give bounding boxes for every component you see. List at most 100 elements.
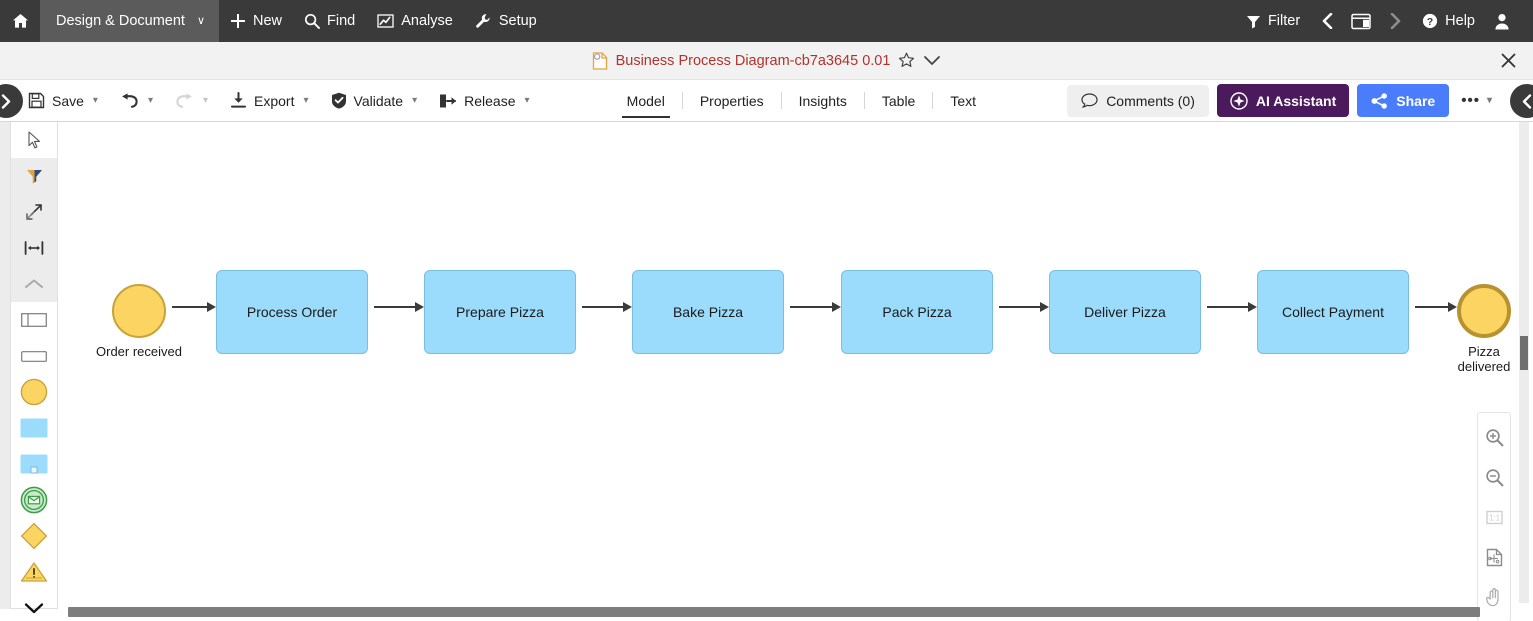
nav-item-analyse[interactable]: Analyse [366, 0, 464, 42]
vertical-scrollbar[interactable] [1519, 122, 1529, 603]
tab-properties-label: Properties [699, 92, 764, 109]
release-button[interactable]: Release ▾ [433, 86, 535, 116]
tab-model[interactable]: Model [610, 85, 682, 118]
bpmn-start-event-node[interactable] [112, 284, 166, 338]
spacing-tool[interactable] [11, 230, 57, 266]
pan-hand-button[interactable] [1478, 577, 1510, 617]
undo-button[interactable]: ▾ [114, 86, 159, 116]
pointer-select-tool[interactable] [11, 122, 57, 158]
user-avatar-icon[interactable] [1485, 0, 1519, 42]
tab-text-label: Text [950, 92, 977, 109]
nav-item-setup-label: Setup [498, 13, 537, 29]
chevron-down-icon[interactable]: ▾ [202, 94, 209, 106]
chevron-down-icon[interactable]: ▾ [147, 94, 153, 106]
gateway-shape[interactable] [11, 518, 57, 554]
tab-divider [681, 92, 683, 109]
more-shapes-button[interactable] [11, 590, 57, 621]
expand-collapse-tool[interactable] [11, 194, 57, 230]
nav-item-analyse-label: Analyse [401, 13, 453, 29]
ai-assistant-button[interactable]: AI Assistant [1216, 84, 1350, 117]
chevron-down-icon: ∨ [196, 14, 206, 27]
task-shape[interactable] [11, 410, 57, 446]
chevron-down-icon[interactable]: ▾ [92, 94, 98, 106]
error-event-shape[interactable] [11, 554, 57, 590]
zoom-actual-size-button[interactable]: 1:1 [1478, 497, 1510, 537]
bpmn-task-node[interactable]: Prepare Pizza [424, 270, 576, 354]
nav-item-find-label: Find [327, 13, 356, 29]
bpmn-task-node[interactable]: Deliver Pizza [1049, 270, 1201, 354]
filter-button[interactable]: Filter [1236, 0, 1310, 42]
diagram-canvas[interactable]: Order received Process Order Prepare Pizza… [58, 122, 1515, 609]
sequence-flow-arrow[interactable] [790, 302, 841, 312]
fit-to-page-button[interactable] [1478, 537, 1510, 577]
filter-tool[interactable] [11, 158, 57, 194]
top-navigation-bar: Design & Document ∨ New Find Analyse [0, 0, 1533, 42]
redo-button[interactable]: ▾ [169, 86, 214, 116]
star-outline-icon[interactable] [898, 52, 915, 69]
funnel-icon [26, 168, 43, 185]
validate-button[interactable]: Validate ▾ [325, 86, 424, 116]
zoom-in-button[interactable] [1478, 417, 1510, 457]
shape-palette [10, 122, 58, 614]
document-title[interactable]: Business Process Diagram-cb7a3645 0.01 [615, 52, 891, 69]
right-panel-toggle[interactable] [1510, 84, 1533, 118]
bpmn-task-node[interactable]: Bake Pizza [632, 270, 784, 354]
sequence-flow-arrow[interactable] [582, 302, 632, 312]
chevron-down-icon[interactable] [923, 55, 941, 67]
nav-item-new[interactable]: New [219, 0, 293, 42]
chevron-down-icon[interactable]: ▾ [1486, 94, 1493, 106]
bpmn-task-label: Deliver Pizza [1084, 304, 1166, 320]
tab-text[interactable]: Text [933, 85, 993, 117]
pool-shape[interactable] [11, 302, 57, 338]
tab-properties[interactable]: Properties [683, 85, 781, 117]
bpmn-start-event-label: Order received [96, 344, 182, 359]
module-selector-design-document[interactable]: Design & Document ∨ [40, 0, 220, 42]
chevron-down-icon[interactable]: ▾ [303, 94, 309, 106]
export-button[interactable]: Export ▾ [224, 86, 315, 116]
chevron-right-icon[interactable] [1378, 0, 1412, 42]
nav-item-new-label: New [253, 13, 283, 29]
tab-table[interactable]: Table [865, 85, 932, 117]
share-label: Share [1396, 92, 1436, 109]
bpmn-task-label: Bake Pizza [672, 304, 744, 320]
start-event-shape[interactable] [11, 374, 57, 410]
more-options-button[interactable]: ••• ▾ [1457, 92, 1497, 109]
sequence-flow-arrow[interactable] [172, 302, 216, 312]
sequence-flow-arrow[interactable] [1207, 302, 1257, 312]
zoom-out-button[interactable] [1478, 457, 1510, 497]
subprocess-shape[interactable] [11, 446, 57, 482]
bpmn-end-event-node[interactable] [1457, 284, 1511, 338]
tab-insights[interactable]: Insights [782, 85, 864, 117]
help-button[interactable]: ? Help [1412, 0, 1485, 42]
bpmn-task-node[interactable]: Process Order [216, 270, 368, 354]
vertical-scrollbar-thumb[interactable] [1520, 336, 1528, 370]
close-icon[interactable] [1497, 50, 1519, 72]
left-panel-toggle[interactable] [0, 84, 23, 118]
chevron-down-icon[interactable]: ▾ [524, 94, 530, 106]
share-button[interactable]: Share [1357, 84, 1450, 117]
sequence-flow-arrow[interactable] [1415, 302, 1457, 312]
nav-item-setup[interactable]: Setup [464, 0, 548, 42]
horizontal-scrollbar[interactable] [68, 607, 1480, 617]
top-nav-left-group: Design & Document ∨ New Find Analyse [0, 0, 548, 42]
home-icon[interactable] [0, 0, 40, 42]
save-button[interactable]: Save ▾ [22, 86, 104, 116]
collapse-section-button[interactable] [11, 266, 57, 302]
chevron-down-icon[interactable]: ▾ [412, 94, 418, 106]
sequence-flow-arrow[interactable] [999, 302, 1049, 312]
bpmn-task-node[interactable]: Pack Pizza [841, 270, 993, 354]
save-label: Save [52, 92, 84, 109]
nav-item-find[interactable]: Find [293, 0, 366, 42]
lane-shape[interactable] [11, 338, 57, 374]
chevron-left-icon[interactable] [1310, 0, 1344, 42]
message-event-shape[interactable] [11, 482, 57, 518]
tab-divider [863, 92, 865, 109]
sequence-flow-arrow[interactable] [374, 302, 424, 312]
bpmn-task-node[interactable]: Collect Payment [1257, 270, 1409, 354]
svg-text:?: ? [1427, 16, 1433, 28]
window-icon[interactable] [1344, 0, 1378, 42]
horizontal-scrollbar-thumb[interactable] [68, 607, 1480, 617]
green-envelope-icon [20, 486, 48, 514]
comments-button[interactable]: Comments (0) [1067, 84, 1209, 117]
pool-rect-icon [21, 313, 47, 327]
